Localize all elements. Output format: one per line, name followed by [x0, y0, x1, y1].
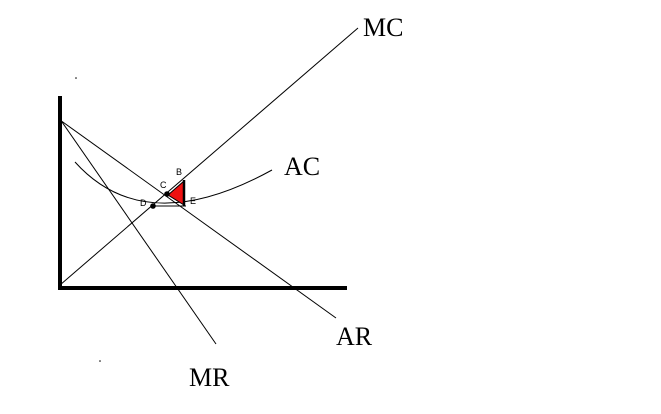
- label-ac: AC: [284, 152, 320, 181]
- label-mc: MC: [363, 13, 403, 42]
- label-ar: AR: [336, 322, 373, 351]
- mc-curve: [59, 27, 359, 286]
- speck-bottom: [99, 360, 101, 362]
- point-c: [164, 191, 170, 197]
- label-d: D: [140, 198, 147, 208]
- label-b: B: [176, 167, 182, 177]
- speck-top: [75, 77, 77, 79]
- label-mr: MR: [189, 363, 230, 392]
- ar-curve: [59, 119, 337, 319]
- mr-curve: [61, 121, 217, 345]
- label-e: E: [190, 196, 196, 206]
- label-c: C: [160, 180, 167, 190]
- ac-curve: [74, 161, 273, 204]
- point-d: [150, 203, 156, 209]
